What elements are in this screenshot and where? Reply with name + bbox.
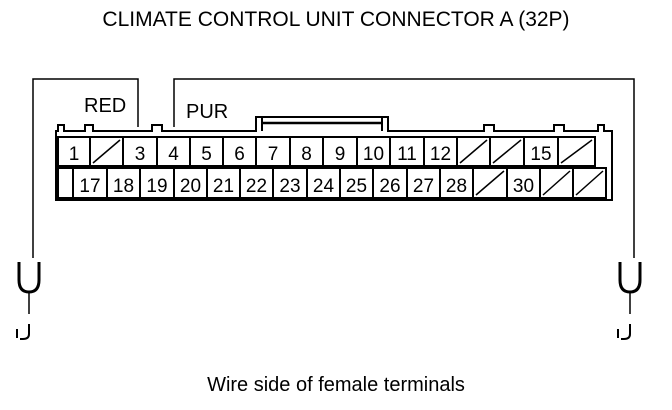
terminal-number: 24 — [313, 176, 335, 197]
terminal-number: 11 — [397, 144, 417, 165]
terminal-number: 15 — [530, 144, 551, 165]
right-ground-wire — [173, 78, 642, 340]
terminal-cell — [557, 136, 596, 167]
terminal-cell — [572, 167, 607, 199]
terminal-number: 22 — [246, 176, 267, 197]
wire-label-pur: PUR — [186, 101, 228, 123]
terminal-number: 19 — [146, 176, 167, 197]
unused-terminal-slash — [92, 139, 121, 164]
terminal-number: 5 — [201, 144, 212, 165]
terminal-number: 12 — [430, 144, 451, 165]
left-ground-wire — [16, 78, 139, 340]
terminal-number: 7 — [268, 144, 279, 165]
terminal-number: 20 — [180, 176, 201, 197]
terminal-cell — [57, 167, 74, 199]
terminal-number: 30 — [513, 176, 534, 197]
terminal-number: 28 — [446, 176, 467, 197]
terminal-number: 21 — [213, 176, 234, 197]
unused-terminal-slash — [475, 170, 505, 196]
terminal-number: 9 — [335, 144, 346, 165]
unused-terminal-slash — [575, 170, 604, 196]
unused-terminal-slash — [560, 139, 593, 164]
unused-terminal-slash — [459, 139, 488, 164]
terminal-number: 6 — [234, 144, 245, 165]
terminal-number: 4 — [168, 144, 179, 165]
wire-label-red: RED — [84, 95, 126, 117]
terminal-number: 26 — [379, 176, 400, 197]
terminal-number: 10 — [363, 144, 384, 165]
connector-outline — [55, 116, 613, 201]
terminal-number: 3 — [135, 144, 146, 165]
unused-terminal-slash — [492, 139, 522, 164]
terminal-number: 8 — [301, 144, 312, 165]
terminal-number: 27 — [413, 176, 434, 197]
terminal-grid: 1 3 4 5 6 7 8 9 10 11 12 15 17 18 19 20 21 22 23 24 25 26 27 28… — [57, 136, 607, 199]
terminal-number: 25 — [346, 176, 367, 197]
terminal-number: 23 — [279, 176, 300, 197]
unused-terminal-slash — [542, 170, 571, 196]
terminal-number: 17 — [79, 176, 100, 197]
diagram-caption: Wire side of female terminals — [207, 374, 465, 396]
terminal-number: 18 — [113, 176, 134, 197]
terminal-number: 1 — [69, 144, 80, 165]
diagram-title: CLIMATE CONTROL UNIT CONNECTOR A (32P) — [102, 8, 570, 31]
